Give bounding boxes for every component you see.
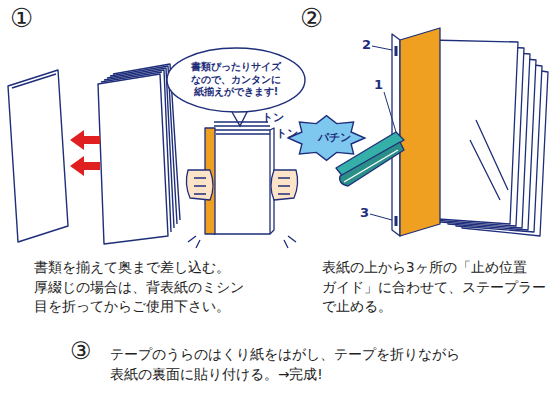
sound-effect: トン	[262, 112, 284, 124]
node-text: パチン	[310, 131, 359, 145]
paper-stack	[186, 122, 297, 248]
speech-bubble: 書類ぴったりサイズ なので、カンタンに 紙揃えができます!	[166, 47, 306, 113]
node-text: 書類ぴったりサイズ なので、カンタンに 紙揃えができます!	[188, 61, 284, 99]
burst-shape	[288, 116, 365, 161]
step-number: ②	[300, 4, 323, 33]
callout-number: 1	[374, 78, 383, 92]
step-instruction: テープのうらのはくり紙をはがし、テープを折りながら 表紙の裏面に貼り付ける。→完…	[110, 344, 460, 385]
step-instruction: 表紙の上から3ヶ所の「止め位置 ガイド」に合わせて、ステープラー で止める。	[322, 258, 557, 317]
step-number: ③	[70, 338, 92, 364]
callout-number: 3	[360, 206, 369, 220]
callout-number: 2	[362, 38, 371, 52]
step-number: ①	[10, 4, 33, 33]
sound-burst: パチン	[294, 119, 359, 157]
booklet-figure	[8, 64, 180, 244]
ellipse-shape	[167, 48, 305, 112]
step-instruction: 書類を揃えて奥まで差し込む。 厚綴じの場合は、背表紙のミシン 目を折ってからご使…	[34, 258, 284, 317]
insert-arrows	[70, 130, 100, 176]
